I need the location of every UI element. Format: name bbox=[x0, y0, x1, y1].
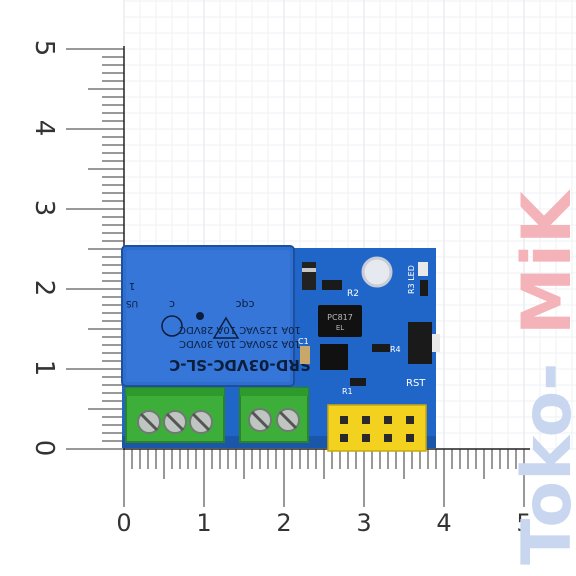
relay-top-face bbox=[126, 250, 290, 382]
diode-band bbox=[302, 268, 316, 272]
capacitor-c1 bbox=[300, 346, 310, 364]
relay-triangle-mark-icon bbox=[212, 316, 240, 339]
screw-terminal-2pin[interactable] bbox=[239, 387, 309, 443]
vruler-label-3: 3 bbox=[29, 200, 59, 217]
label-r1: R1 bbox=[342, 387, 353, 396]
reset-button[interactable] bbox=[408, 322, 432, 364]
label-r4: R4 bbox=[390, 345, 401, 354]
hruler-label-3: 3 bbox=[356, 509, 371, 537]
hruler-label-4: 4 bbox=[436, 509, 451, 537]
screw-terminal-3pin[interactable] bbox=[125, 387, 225, 443]
watermark-part2: MiK bbox=[508, 189, 576, 335]
chip-text-2: EL bbox=[336, 324, 344, 332]
resistor-r4 bbox=[372, 344, 390, 352]
regulator bbox=[320, 344, 348, 370]
ruler-ticks bbox=[66, 48, 525, 507]
relay-cert-ul: c bbox=[169, 298, 175, 311]
led bbox=[418, 262, 428, 276]
label-r3-led: R3 LED bbox=[407, 265, 416, 294]
vertical-ruler-labels: 0 1 2 3 4 5 bbox=[29, 40, 59, 457]
horizontal-ruler-labels: 0 1 2 3 4 5 bbox=[116, 509, 531, 537]
watermark-part1: Toko- bbox=[508, 363, 576, 565]
vruler-label-5: 5 bbox=[29, 40, 59, 57]
hruler-label-5: 5 bbox=[516, 509, 531, 537]
relay-rating-2: 10A 125VAC 10A 28VDC bbox=[179, 324, 301, 335]
relay-dot-icon bbox=[196, 312, 204, 320]
reset-button-actuator[interactable] bbox=[432, 334, 440, 352]
hruler-label-2: 2 bbox=[276, 509, 291, 537]
hruler-label-0: 0 bbox=[116, 509, 131, 537]
vruler-label-2: 2 bbox=[29, 280, 59, 297]
resistor-r3 bbox=[420, 280, 428, 296]
relay-module: SRD-03VDC-SL-C 10A 250VAC 10A 30VDC 10A … bbox=[121, 245, 440, 452]
relay-pin-mark: 1 bbox=[129, 280, 135, 291]
diode bbox=[302, 262, 316, 290]
relay-ul-mark-icon bbox=[161, 315, 183, 337]
label-r2: R2 bbox=[347, 289, 359, 299]
vruler-label-0: 0 bbox=[29, 440, 59, 457]
label-c1: C1 bbox=[298, 337, 309, 346]
relay-model: SRD-03VDC-SL-C bbox=[169, 356, 310, 374]
relay-us-mark: US bbox=[126, 298, 139, 308]
label-rst: RST bbox=[406, 378, 426, 389]
relay-rating-1: 10A 250VAC 10A 30VDC bbox=[179, 338, 301, 349]
hruler-label-1: 1 bbox=[196, 509, 211, 537]
relay-cert-cqc: cqc bbox=[235, 298, 254, 311]
chip-text-1: PC817 bbox=[327, 313, 353, 322]
vruler-label-4: 4 bbox=[29, 120, 59, 137]
watermark: Toko- MiK bbox=[508, 189, 576, 565]
relay-printing: SRD-03VDC-SL-C 10A 250VAC 10A 30VDC 10A … bbox=[126, 280, 311, 374]
resistor-r2 bbox=[322, 280, 342, 290]
mounting-hole bbox=[361, 256, 393, 288]
vruler-label-1: 1 bbox=[29, 360, 59, 377]
optocoupler-chip bbox=[318, 305, 362, 337]
resistor-r1 bbox=[350, 378, 366, 386]
pin-header-socket[interactable] bbox=[327, 404, 427, 452]
